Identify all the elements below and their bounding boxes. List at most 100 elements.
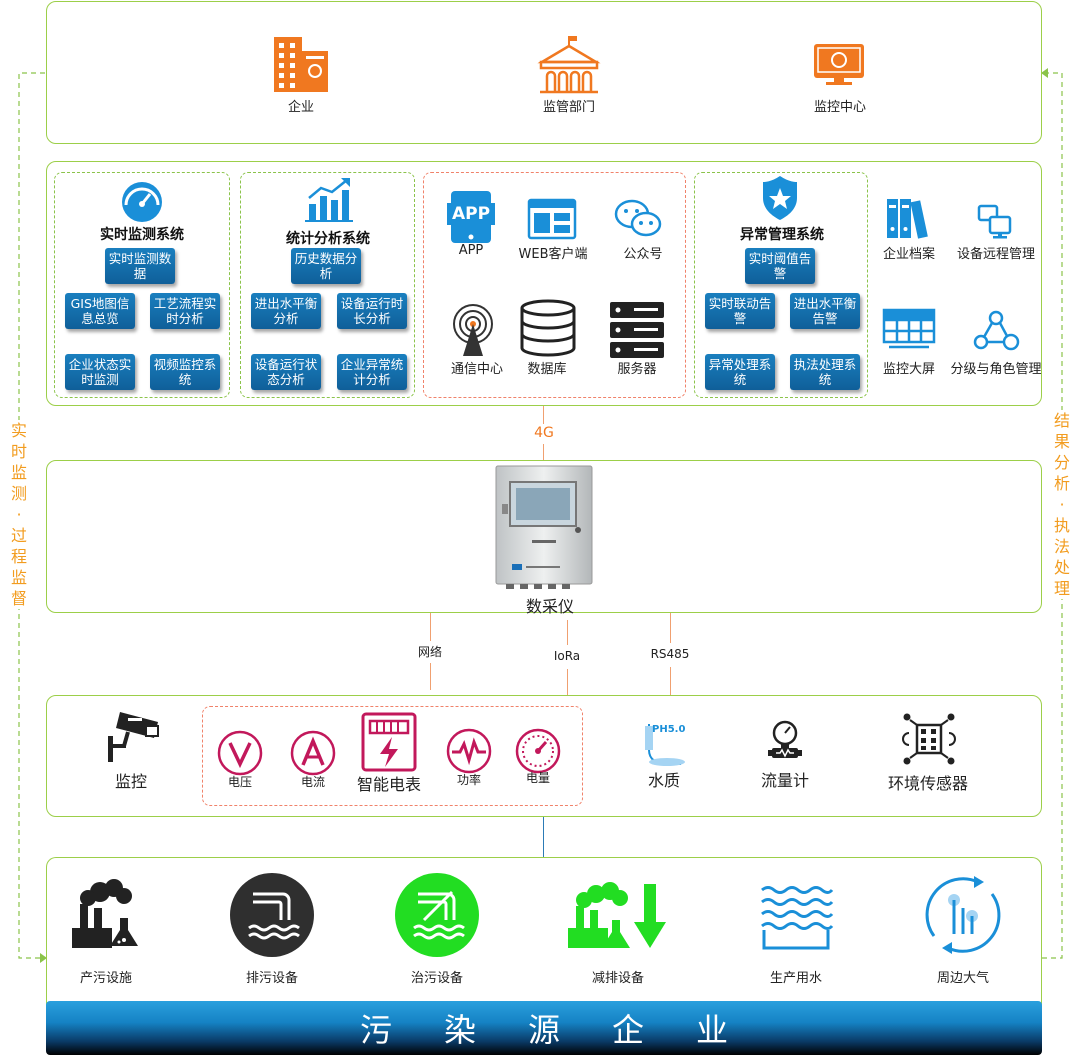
ambient-air-icon [925,876,1001,954]
remote-label: 设备远程管理 [956,247,1035,262]
sensor-panel [46,695,1042,817]
realtime-system-box [54,172,230,398]
energy-gauge-icon [515,728,561,774]
tag-history-analysis[interactable]: 历史数据分析 [291,248,361,284]
shield-badge-icon [763,176,797,220]
stats-system-box [240,172,415,398]
emission-reduction-label: 减排设备 [591,971,644,986]
power-wave-icon [446,728,492,774]
tag-realtime-data[interactable]: 实时监测数据 [105,248,175,284]
monitor-center-label: 监控中心 [813,100,866,115]
link-4g-label: 4G [534,425,554,441]
tag-balance-alarm[interactable]: 进出水平衡告警 [790,293,860,329]
web-client-icon [527,198,577,240]
abnormal-system-box [694,172,868,398]
pollute-facility-label: 产污设施 [79,971,132,986]
app-icon-text: APP [451,204,491,224]
treatment-device-icon [395,873,479,957]
tag-status-analysis[interactable]: 设备运行状态分析 [251,354,321,390]
tag-linkage-alarm[interactable]: 实时联动告警 [705,293,775,329]
cctv-label: 监控 [114,772,147,791]
server-icon [610,302,664,358]
discharge-device-icon [230,873,314,957]
link-line-4g-bottom [543,444,544,461]
pollution-factory-icon [72,879,138,948]
env-sensor-label: 环境传感器 [887,774,968,793]
tag-exception-handling[interactable]: 异常处理系统 [705,354,775,390]
database-label: 数据库 [527,362,567,377]
web-client-label: WEB客户端 [518,247,588,262]
stats-title: 统计分析系统 [286,231,370,247]
roles-label: 分级与角色管理 [950,362,1042,377]
tag-video-monitoring[interactable]: 视频监控系统 [150,354,220,390]
tag-threshold-alarm[interactable]: 实时阈值告警 [745,248,815,284]
link-line-rs485-bottom [670,667,671,695]
enterprise-building-icon [274,37,328,92]
big-screen-label: 监控大屏 [882,362,935,377]
voltage-icon [217,730,263,776]
realtime-title: 实时监测系统 [100,227,184,243]
ph-icon-text: PH5.0 [652,724,686,735]
tag-enterprise-status[interactable]: 企业状态实时监测 [65,354,135,390]
ambient-air-label: 周边大气 [936,971,989,986]
remote-devices-icon [977,204,1012,239]
gauge-icon [122,182,162,222]
abnormal-title: 异常管理系统 [740,227,824,243]
voltage-label: 电压 [227,775,252,789]
tag-enforcement[interactable]: 执法处理系统 [790,354,860,390]
link-line-4g-top [543,406,544,424]
big-screen-icon [882,308,936,349]
link-line-network-bottom [430,663,431,690]
wechat-label: 公众号 [623,247,663,262]
platform-core-box [423,172,686,398]
production-water-icon [761,886,834,950]
current-icon [290,730,336,776]
link-lora-label: IoRa [553,649,581,663]
smart-meter-icon [361,712,417,772]
emission-reduction-icon [568,882,666,948]
archive-label: 企业档案 [882,247,935,262]
tag-abnormal-stats[interactable]: 企业异常统计分析 [337,354,407,390]
archive-binder-icon [887,199,928,239]
top-panel [46,1,1042,144]
regulator-label: 监管部门 [542,100,595,115]
app-label: APP [458,243,484,258]
side-label-right: 结果分析·执法处理 [1053,410,1071,599]
flow-meter-icon [768,720,802,758]
production-water-label: 生产用水 [769,971,822,986]
enterprise-label: 企业 [287,100,314,115]
wechat-icon [614,199,662,237]
tag-process-analysis[interactable]: 工艺流程实时分析 [150,293,220,329]
database-icon [520,299,576,357]
comm-center-label: 通信中心 [450,362,503,377]
tag-gis-overview[interactable]: GIS地图信息总览 [65,293,135,329]
power-meter-group-box [202,706,583,806]
env-sensor-chip-icon [902,713,956,765]
polluting-enterprise-banner: 污染源企业 [46,1001,1042,1055]
power-label: 功率 [456,773,481,787]
link-rs485-label: RS485 [650,647,690,661]
cctv-camera-icon [108,712,159,762]
water-quality-ph-icon [645,724,685,766]
current-label: 电流 [300,775,325,789]
link-line-lora-top [567,620,568,645]
link-line-network-top [430,613,431,641]
banner-title: 污染源企业 [359,1011,780,1049]
data-collector-device-icon [495,465,593,589]
link-line-rs485-top [670,613,671,643]
comm-tower-icon [453,304,493,356]
link-line-lora-bottom [567,669,568,695]
tag-balance-analysis[interactable]: 进出水平衡分析 [251,293,321,329]
energy-label: 电量 [525,771,550,785]
tag-runtime-analysis[interactable]: 设备运行时长分析 [337,293,407,329]
collector-label: 数采仪 [525,597,574,616]
role-hierarchy-icon [973,310,1020,351]
side-label-left: 实时监测·过程监督 [10,420,28,609]
bar-chart-icon [305,178,353,222]
smart-meter-label: 智能电表 [356,775,421,794]
app-icon [447,191,495,243]
water-quality-label: 水质 [647,771,680,790]
server-label: 服务器 [617,362,657,377]
regulator-building-icon [537,36,601,94]
link-network-label: 网络 [417,645,442,659]
